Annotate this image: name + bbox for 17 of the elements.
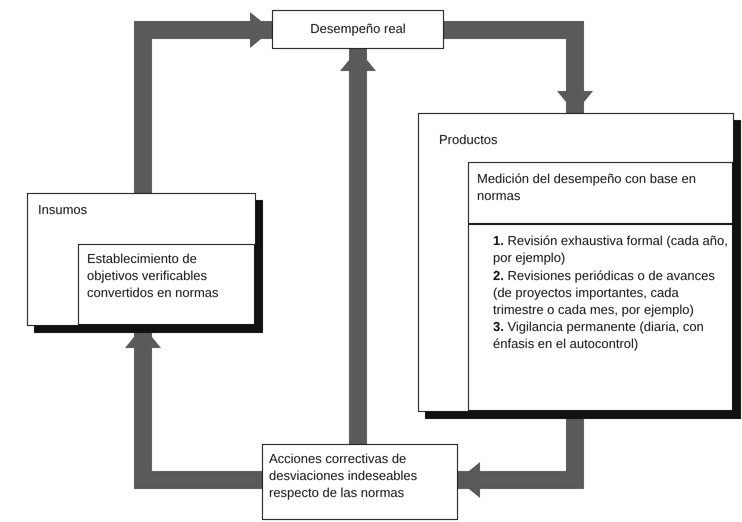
box-text: Establecimiento de objetivos verificables convertidos en normas bbox=[87, 251, 220, 302]
process-box bbox=[272, 10, 444, 49]
list-item: 2. Revisiones periódicas o de avances (de proyectos importantes, cada trimestre o cada mes, por ejemplo) bbox=[492, 268, 716, 318]
process-box bbox=[468, 224, 733, 411]
block-arrow bbox=[134, 12, 272, 193]
box-heading: Insumos bbox=[38, 202, 88, 219]
process-box bbox=[78, 244, 255, 325]
box-text: Acciones correctivas de desviaciones indeseables respecto de las normas bbox=[269, 451, 418, 502]
process-box bbox=[468, 162, 733, 224]
box-text: Medición del desempeño con base en normas bbox=[477, 171, 697, 205]
list-item: 1. Revisión exhaustiva formal (cada año, por ejemplo) bbox=[492, 233, 728, 267]
process-box bbox=[262, 444, 458, 520]
list-item: 3. Vigilancia permanente (diaria, con énfasis en el autocontrol) bbox=[492, 319, 705, 354]
block-arrow bbox=[340, 49, 376, 444]
block-arrow bbox=[444, 21, 593, 113]
box-text: Desempeño real bbox=[309, 21, 407, 38]
box-heading: Productos bbox=[439, 132, 499, 149]
